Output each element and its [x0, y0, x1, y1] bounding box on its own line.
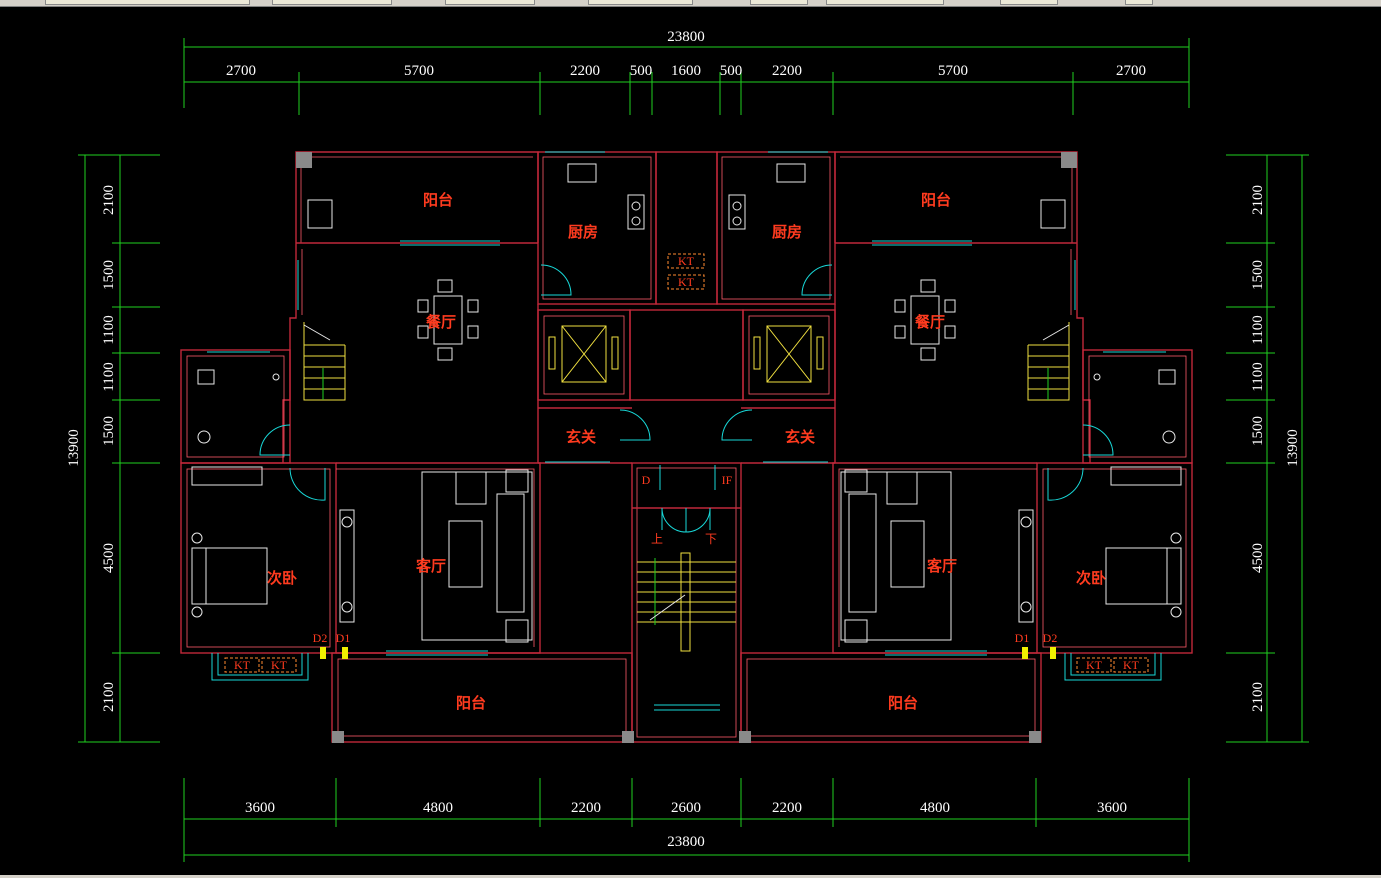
furniture-right [728, 163, 1182, 643]
dim-left-seg-4: 1100 [101, 362, 117, 391]
door-markers [320, 647, 1056, 659]
room-living-right: 客厅 [926, 557, 957, 575]
stairs-left-unit [303, 322, 346, 401]
dim-bottom-total: 23800 [667, 834, 705, 850]
room-kitchen-left: 厨房 [568, 223, 598, 241]
elevator-right [753, 325, 824, 383]
dim-right-seg-3: 1100 [1250, 315, 1266, 344]
room-bedroom-right: 次卧 [1076, 569, 1106, 587]
dim-bottom-seg-2: 4800 [423, 800, 453, 816]
stair-up-label: 上 [651, 532, 663, 546]
door-tag-d1-left: D1 [336, 631, 351, 645]
toolbar-button-8[interactable] [1125, 0, 1153, 5]
door-tag-d2-right: D2 [1043, 631, 1058, 645]
kt-label-6: KT [1123, 658, 1140, 672]
dim-left-seg-5: 1500 [101, 416, 117, 446]
dim-top-seg-2: 5700 [404, 63, 434, 79]
dim-top-total: 23800 [667, 29, 705, 45]
room-foyer-right: 玄关 [785, 428, 815, 446]
toolbar-button-3[interactable] [445, 0, 535, 5]
dim-bottom-seg-5: 2200 [772, 800, 802, 816]
dim-left-seg-7: 2100 [101, 682, 117, 712]
dim-bottom-seg-1: 3600 [245, 800, 275, 816]
room-balcony-top-left: 阳台 [423, 191, 453, 209]
doors [259, 264, 1114, 533]
dim-bottom-seg-6: 4800 [920, 800, 950, 816]
door-tag-d2-left: D2 [313, 631, 328, 645]
room-dining-left: 餐厅 [426, 313, 456, 331]
toolbar [0, 0, 1381, 7]
dim-top-seg-5: 1600 [671, 63, 701, 79]
kt-label-3: KT [234, 658, 251, 672]
dim-top-seg-4: 500 [630, 63, 653, 79]
bottom-dimension-lines [183, 778, 1190, 862]
door-tag-d1-right: D1 [1015, 631, 1030, 645]
dim-bottom-seg-4: 2600 [671, 800, 701, 816]
dim-top-seg-9: 2700 [1116, 63, 1146, 79]
room-living-left: 客厅 [415, 557, 446, 575]
room-balcony-bottom-left: 阳台 [456, 694, 486, 712]
toolbar-button-4[interactable] [588, 0, 693, 5]
dim-left-seg-6: 4500 [101, 543, 117, 573]
dim-top-seg-3: 2200 [570, 63, 600, 79]
dim-left-seg-3: 1100 [101, 315, 117, 344]
top-dimension-lines [183, 38, 1190, 115]
dim-bottom-seg-7: 3600 [1097, 800, 1127, 816]
room-kitchen-right: 厨房 [772, 223, 802, 241]
ac-units [224, 253, 1149, 673]
dim-right-seg-4: 1100 [1250, 362, 1266, 391]
dim-right-seg-5: 1500 [1250, 416, 1266, 446]
toolbar-button-5[interactable] [750, 0, 808, 5]
room-balcony-top-right: 阳台 [921, 191, 951, 209]
dim-top-seg-6: 500 [720, 63, 743, 79]
columns [296, 152, 1077, 743]
dim-top-segments: 2700 5700 2200 500 1600 500 2200 5700 27… [226, 63, 1146, 79]
dim-bottom-segments: 3600 4800 2200 2600 2200 4800 3600 [245, 800, 1127, 816]
left-dimension-lines [78, 154, 160, 743]
toolbar-button-2[interactable] [272, 0, 392, 5]
stair-down-label: 下 [705, 532, 717, 546]
kt-label-5: KT [1086, 658, 1103, 672]
dim-right-total: 13900 [1285, 429, 1301, 467]
windows [207, 151, 1166, 681]
dim-top-seg-7: 2200 [772, 63, 802, 79]
dim-right-seg-2: 1500 [1250, 260, 1266, 290]
room-foyer-left: 玄关 [566, 428, 596, 446]
dim-right-segments: 2100 1500 1100 1100 1500 4500 2100 [1250, 185, 1266, 712]
kt-label-2: KT [678, 275, 695, 289]
dim-bottom-seg-3: 2200 [571, 800, 601, 816]
dim-top-seg-1: 2700 [226, 63, 256, 79]
furniture-left [191, 163, 645, 643]
toolbar-button-1[interactable] [45, 0, 250, 5]
status-bar [0, 875, 1381, 878]
dim-right-seg-6: 4500 [1250, 543, 1266, 573]
dim-left-segments: 2100 1500 1100 1100 1500 4500 2100 [101, 185, 117, 712]
dim-left-seg-2: 1500 [101, 260, 117, 290]
kt-label-4: KT [271, 658, 288, 672]
dim-right-seg-7: 2100 [1250, 682, 1266, 712]
room-dining-right: 餐厅 [915, 313, 945, 331]
stairs-central [637, 552, 736, 652]
dim-right-seg-1: 2100 [1250, 185, 1266, 215]
room-bedroom-left: 次卧 [267, 569, 297, 587]
central-core [629, 151, 744, 743]
kt-label-1: KT [678, 254, 695, 268]
dim-left-total: 13900 [66, 429, 82, 467]
room-balcony-bottom-right: 阳台 [888, 694, 918, 712]
meter-tag-d: D [642, 473, 651, 487]
toolbar-button-6[interactable] [826, 0, 944, 5]
toolbar-button-7[interactable] [1000, 0, 1058, 5]
elevator-left [548, 325, 619, 383]
dim-left-seg-1: 2100 [101, 185, 117, 215]
stairs-right-unit [1027, 322, 1070, 401]
dim-top-seg-8: 5700 [938, 63, 968, 79]
right-dimension-lines [1226, 154, 1309, 743]
meter-tag-if: IF [722, 473, 733, 487]
